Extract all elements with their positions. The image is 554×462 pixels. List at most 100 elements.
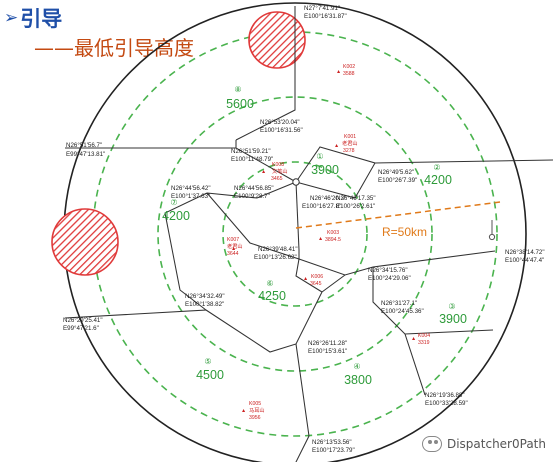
- coord-label: E100°26'7.39": [378, 177, 417, 184]
- sector-labels: ① 3900 ② 4200 ③ 3900 ④ 3800 ⑤ 4500 ⑥ 425…: [162, 85, 467, 387]
- terrain-elevation: 3319: [418, 340, 430, 346]
- terrain-code: K004: [418, 333, 430, 339]
- sector-number: ②: [433, 163, 440, 172]
- coord-label: E100°33'28.59": [425, 400, 468, 407]
- terrain-marker-icon: ▲: [318, 236, 323, 242]
- coord-label: N26°51'56.7": [66, 142, 102, 149]
- coord-label: N26°29'25.41": [63, 317, 103, 324]
- terrain-code: K005: [249, 401, 261, 407]
- terrain-code: K007: [227, 237, 239, 243]
- wechat-icon: [421, 436, 442, 452]
- restricted-area-left: [51, 208, 119, 276]
- sector-altitude: 4200: [424, 173, 452, 187]
- restricted-area-top: [248, 11, 306, 69]
- coord-label: E100°26'2.61": [336, 203, 375, 210]
- sector-altitude: 4200: [162, 209, 190, 223]
- terrain-marker-icon: ▲: [411, 336, 416, 342]
- coord-label: N26°31'27.1": [381, 300, 417, 307]
- terrain-code: K006: [311, 274, 323, 280]
- sector-altitude: 4250: [258, 289, 286, 303]
- coord-label: N26°44'56.42": [171, 185, 211, 192]
- coord-label: E100°16'31.87": [304, 13, 347, 20]
- terrain-elevation: 3956: [249, 415, 261, 421]
- coord-label: N26°34'15.76": [368, 267, 408, 274]
- coord-label: N26°44'56.85": [234, 185, 274, 192]
- section-heading: ➢ 引导: [4, 3, 62, 33]
- terrain-marker-icon: ▲: [241, 408, 246, 414]
- sector-altitude: 5600: [226, 97, 254, 111]
- coord-label: N26°49'5.62": [378, 169, 414, 176]
- terrain-elevation: 3465: [271, 176, 283, 182]
- terrain-code: K003: [327, 230, 339, 236]
- range-ring-middle: [157, 96, 433, 372]
- terrain-name: 老君山: [342, 139, 358, 147]
- coord-label: E99°47'13.81": [66, 151, 105, 158]
- coord-label: N26°26'11.28": [308, 340, 347, 347]
- coord-label: E100°1'38.82": [185, 301, 224, 308]
- sector-altitude: 3900: [311, 163, 339, 177]
- coord-label: E99°47'21.6": [63, 325, 99, 332]
- coordinate-labels: N27°7'41.91" E100°16'31.87" N26°53'20.04…: [63, 5, 545, 454]
- coord-label: E100°15'3.61": [308, 348, 347, 355]
- sector-number: ④: [353, 362, 360, 371]
- coord-label: N26°39'48.41": [258, 246, 298, 253]
- coord-label: N26°46'17.35": [336, 195, 376, 202]
- watermark-text: Dispatcher0Path: [446, 437, 546, 451]
- sector-altitude: 4500: [196, 368, 224, 382]
- sector-boundaries: [64, 6, 554, 462]
- sector-number: ③: [448, 302, 455, 311]
- bullet-arrow-icon: ➢: [4, 8, 19, 28]
- terrain-code: K001: [344, 134, 356, 140]
- terrain-elevation: 3645: [310, 281, 322, 287]
- terrain-marker-icon: ▲: [261, 169, 266, 175]
- section-subtitle: ——最低引导高度: [34, 36, 194, 60]
- coord-label: E100°1'37.63": [171, 193, 210, 200]
- coord-label: N26°13'53.56": [312, 439, 352, 446]
- terrain-marker-icon: ▲: [334, 143, 339, 149]
- coord-label: E100°24'29.06": [368, 275, 411, 282]
- coord-label: N27°7'41.91": [304, 5, 340, 12]
- sector-number: ⑥: [266, 279, 273, 288]
- range-ring-inner: [222, 161, 368, 307]
- coord-label: E100°24'45.36": [381, 308, 424, 315]
- section-title: 引导: [20, 7, 63, 31]
- coord-label: E100°11'48.79": [231, 156, 273, 163]
- coord-label: N26°46'20.3": [310, 195, 346, 202]
- coord-label: N26°34'32.49": [185, 293, 225, 300]
- terrain-elevation: 3644: [227, 251, 239, 257]
- coord-label: E100°16'31.56": [260, 127, 303, 134]
- radius-line: [295, 201, 501, 229]
- sector-number: ①: [316, 152, 323, 161]
- coord-label: N26°51'59.21": [231, 148, 271, 155]
- sector-altitude: 3900: [439, 312, 467, 326]
- coord-label: E100°17'23.79": [312, 447, 355, 454]
- terrain-name: 文笔山: [272, 167, 288, 175]
- sector-number: ⑤: [204, 357, 211, 366]
- terrain-code: K008: [272, 162, 284, 168]
- sector-number: ⑦: [170, 198, 177, 207]
- radius-label: R=50km: [382, 225, 427, 239]
- terrain-elevation: 3278: [343, 148, 355, 154]
- terrain-points: ▲ K002 3588 ▲ K001 老君山 3278 ▲ K008 文笔山 3…: [227, 64, 430, 421]
- airport-marker-icon: [292, 178, 300, 186]
- coord-label: N26°19'36.88": [425, 392, 465, 399]
- terrain-code: K002: [343, 64, 355, 70]
- coord-label: E100°13'26.62": [254, 254, 297, 261]
- coord-label: E100°44'47.4": [505, 257, 544, 264]
- coord-label: E100°9'28.7": [234, 193, 270, 200]
- sector-number: ⑧: [234, 85, 241, 94]
- terrain-marker-icon: ▲: [231, 246, 236, 252]
- coord-label: N26°53'20.04": [260, 119, 300, 126]
- coord-label: N26°38'14.72": [505, 249, 545, 256]
- terrain-elevation: 3588: [343, 71, 355, 77]
- terrain-elevation: 3894.5: [325, 237, 341, 243]
- watermark: Dispatcher0Path: [421, 436, 546, 452]
- coord-label: E100°16'27.8": [302, 203, 341, 210]
- terrain-marker-icon: ▲: [336, 69, 341, 75]
- sector-altitude: 3800: [344, 373, 372, 387]
- terrain-name: 马耳山: [249, 406, 265, 414]
- navaid-marker-icon: [488, 220, 496, 241]
- terrain-name: 老君山: [227, 242, 243, 250]
- terrain-marker-icon: ▲: [303, 276, 308, 282]
